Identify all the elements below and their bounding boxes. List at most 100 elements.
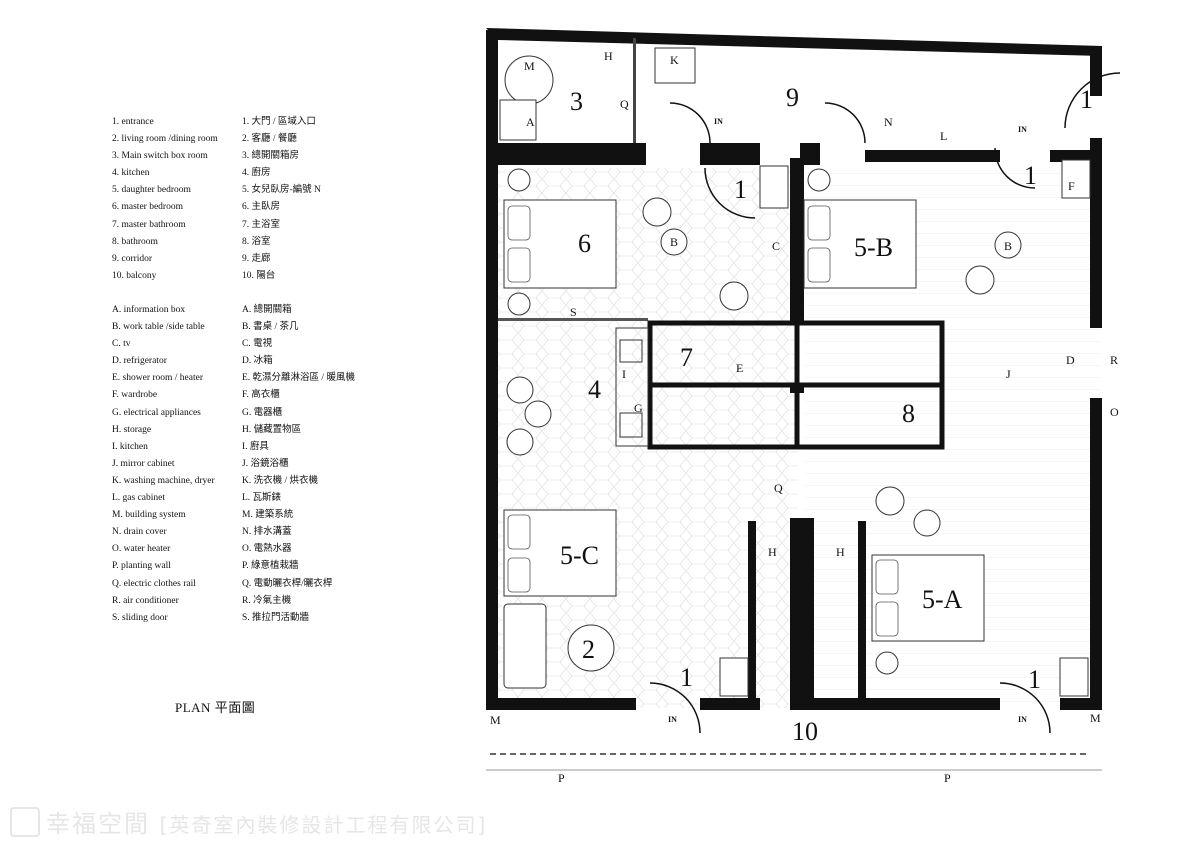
item-a: A — [526, 115, 535, 129]
legend-room-zh-8: 9. 走廊 — [242, 253, 271, 264]
legend-room-zh-9: 10. 陽台 — [242, 270, 276, 281]
item-k: K — [670, 53, 679, 67]
legend-item-zh-10: K. 洗衣機 / 烘衣機 — [242, 475, 319, 486]
label-room-5a: 5-A — [922, 585, 963, 614]
door-swings — [649, 72, 1120, 734]
item-m: M — [524, 59, 535, 73]
legend-item-en-18: S. sliding door — [112, 612, 168, 623]
watermark-company: [英奇室內裝修設計工程有限公司] — [159, 813, 488, 837]
item-m2: M — [490, 713, 501, 727]
legend-item-zh-6: G. 電器櫃 — [242, 407, 283, 418]
legend-item-zh-16: Q. 電動曬衣桿/曬衣桿 — [242, 578, 333, 589]
item-b: B — [670, 235, 678, 249]
legend-room-zh-7: 8. 浴室 — [242, 236, 271, 247]
legend-item-en-7: H. storage — [112, 424, 152, 435]
legend-item-en-8: I. kitchen — [112, 441, 148, 452]
legend-room-zh-4: 5. 女兒臥房-編號 N — [242, 185, 321, 196]
item-p2: P — [944, 771, 951, 785]
label-room-3: 3 — [570, 87, 583, 116]
legend-item-zh-5: F. 高衣櫃 — [242, 390, 280, 401]
legend-room-en-7: 8. bathroom — [112, 236, 158, 247]
legend-item-zh-7: H. 儲藏置物區 — [242, 424, 302, 435]
legend-item-en-5: F. wardrobe — [112, 390, 158, 401]
legend-item-en-14: O. water heater — [112, 544, 171, 555]
legend-item-zh-8: I. 廚具 — [242, 441, 269, 452]
plan-title: PLAN 平面圖 — [175, 700, 256, 715]
label-room-5c: 5-C — [560, 541, 599, 570]
item-n: N — [884, 115, 893, 129]
legend-room-zh-2: 3. 總開關箱房 — [242, 151, 300, 162]
legend-item-zh-12: M. 建築系統 — [242, 510, 294, 521]
legend-item-zh-14: O. 電熱水器 — [242, 544, 292, 555]
item-d: D — [1066, 353, 1075, 367]
kitchen-counter — [615, 327, 649, 447]
legend-room-en-2: 3. Main switch box room — [112, 151, 208, 162]
legend-room-en-1: 2. living room /dining room — [112, 134, 218, 145]
pillows — [507, 205, 899, 637]
legend-item-en-15: P. planting wall — [112, 561, 171, 572]
item-g: G — [634, 401, 643, 415]
legend-item-en-13: N. drain cover — [112, 527, 167, 538]
legend-item-en-4: E. shower room / heater — [112, 373, 204, 384]
legend-room-en-8: 9. corridor — [112, 253, 153, 264]
legend-item-en-2: C. tv — [112, 339, 131, 350]
round-tables — [504, 55, 1022, 675]
legend-item-zh-1: B. 書桌 / 茶几 — [242, 322, 299, 333]
legend-item-en-12: M. building system — [112, 510, 186, 521]
label-room-8: 8 — [902, 399, 915, 428]
legend-item-en-16: Q. electric clothes rail — [112, 578, 196, 589]
watermark-brand: 幸福空間 — [46, 810, 150, 838]
item-h: H — [604, 49, 613, 63]
floor-plan: 9 3 6 5-B 4 7 8 5-C 5-A 2 10 1 1 1 1 1 M… — [486, 28, 1120, 785]
legend-room-en-5: 6. master bedroom — [112, 202, 183, 213]
brand-logo-icon — [10, 807, 40, 837]
in-marker-4: IN — [1018, 715, 1027, 724]
legend-room-zh-0: 1. 大門 / 區域入口 — [242, 117, 316, 127]
chairs — [506, 197, 995, 516]
legend-item-en-17: R. air conditioner — [112, 595, 179, 606]
label-room-10: 10 — [792, 717, 818, 746]
item-i: I — [622, 367, 626, 381]
label-room-1d: 1 — [1028, 665, 1041, 694]
corridor-wall — [498, 38, 1102, 165]
item-b2: B — [1004, 239, 1012, 253]
item-letters: M H K A Q N L F C B B S E J D R O I G Q … — [490, 49, 1119, 785]
item-e: E — [736, 361, 743, 375]
item-f: F — [1068, 179, 1075, 193]
item-q: Q — [620, 97, 629, 111]
legend-room-zh-3: 4. 廚房 — [242, 168, 271, 179]
legend-item-zh-4: E. 乾濕分離淋浴區 / 暖風機 — [242, 373, 355, 384]
legend-room-zh-6: 7. 主浴室 — [242, 219, 281, 230]
label-room-1a: 1 — [734, 175, 747, 204]
item-p: P — [558, 771, 565, 785]
item-o: O — [1110, 405, 1119, 419]
legend-room-en-9: 10. balcony — [112, 270, 157, 281]
legend-item-zh-15: P. 綠意植栽牆 — [242, 561, 299, 572]
legend-item-en-9: J. mirror cabinet — [112, 458, 175, 469]
item-m3: M — [1090, 711, 1101, 725]
legend-item-en-10: K. washing machine, dryer — [112, 475, 215, 486]
legend-item-zh-11: L. 瓦斯錶 — [242, 493, 282, 504]
wardrobes — [499, 47, 1091, 697]
legend-item-en-1: B. work table /side table — [112, 322, 205, 333]
legend-item-zh-0: A. 總開關箱 — [242, 305, 292, 315]
outer-walls — [486, 28, 1102, 710]
entry-markers: IN IN IN IN — [668, 117, 1027, 724]
label-room-1b: 1 — [1024, 161, 1037, 190]
label-room-4: 4 — [588, 375, 601, 404]
item-l: L — [940, 129, 947, 143]
legend-room-zh-5: 6. 主臥房 — [242, 202, 281, 213]
legend-room-en-6: 7. master bathroom — [112, 219, 186, 230]
item-h2: H — [768, 545, 777, 559]
item-h3: H — [836, 545, 845, 559]
label-room-9: 9 — [786, 83, 799, 112]
label-room-1c: 1 — [680, 663, 693, 692]
sofa — [503, 603, 547, 689]
item-j: J — [1006, 367, 1011, 381]
bathroom-block — [647, 320, 945, 450]
kitchen-stove — [619, 339, 643, 363]
